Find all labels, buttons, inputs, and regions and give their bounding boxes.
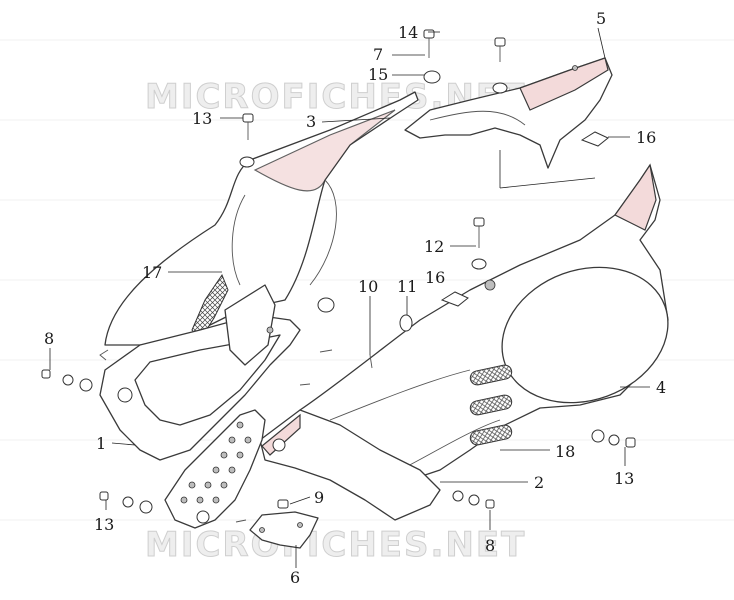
part-5-rear-fender (404, 57, 613, 169)
label-7: 7 (373, 45, 383, 64)
label-16-right: 16 (636, 128, 656, 147)
label-10: 10 (358, 277, 378, 296)
label-11: 11 (397, 277, 417, 296)
part-3-upper-cover (99, 91, 419, 361)
label-8-bottom: 8 (485, 536, 495, 555)
label-2: 2 (534, 473, 544, 492)
label-17: 17 (142, 263, 162, 282)
watermark-bottom: MICROFICHES.NET (145, 525, 526, 565)
label-14: 14 (398, 23, 418, 42)
part-labels: 14 7 15 5 13 3 16 12 17 10 11 16 8 4 1 1… (44, 9, 666, 587)
label-16-center: 16 (425, 268, 445, 287)
hardware-items (41, 29, 636, 523)
label-4: 4 (656, 378, 666, 397)
label-13-top: 13 (192, 109, 212, 128)
part-1-left-panel (99, 314, 301, 529)
part-2-lower-panel (259, 409, 441, 521)
label-15: 15 (368, 65, 388, 84)
label-13-right: 13 (614, 469, 634, 488)
label-6: 6 (290, 568, 300, 587)
label-5: 5 (596, 9, 606, 28)
label-8-left: 8 (44, 329, 54, 348)
footrest-holes (180, 421, 252, 504)
part-4-right-cover (299, 163, 669, 481)
label-12: 12 (424, 237, 444, 256)
label-13-bottom: 13 (94, 515, 114, 534)
part-18-grills (469, 364, 513, 446)
label-9: 9 (314, 488, 324, 507)
part-6-bracket (249, 511, 319, 549)
leader-lines (49, 27, 650, 568)
mounting-bracket (224, 284, 276, 366)
label-18: 18 (555, 442, 575, 461)
label-1: 1 (96, 434, 106, 453)
label-3: 3 (306, 112, 316, 131)
